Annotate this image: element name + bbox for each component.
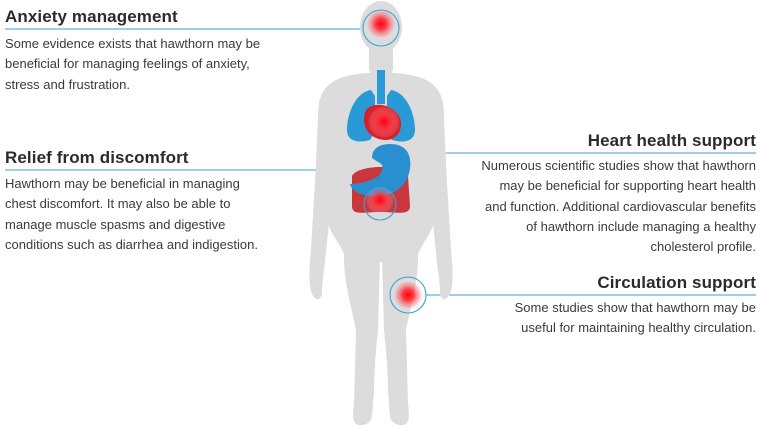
thigh-hotspot-icon [389, 276, 427, 314]
leader-lines [5, 28, 756, 296]
heart-section: Heart health support Numerous scientific… [481, 131, 756, 257]
discomfort-title: Relief from discomfort [5, 148, 189, 167]
hotspots [362, 8, 427, 314]
circulation-body: Some studies show that hawthorn may be u… [514, 300, 756, 336]
discomfort-section: Relief from discomfort Hawthorn may be b… [5, 148, 267, 255]
anxiety-title: Anxiety management [5, 7, 178, 26]
stomach-icon [350, 144, 411, 196]
abdomen-hotspot-icon [363, 186, 397, 221]
anxiety-body: Some evidence exists that hawthorn may b… [5, 36, 261, 92]
aorta [377, 70, 385, 104]
circulation-section: Circulation support Some studies show th… [481, 273, 756, 339]
circulation-title: Circulation support [597, 273, 756, 292]
anxiety-section: Anxiety management Some evidence exists … [5, 7, 267, 95]
discomfort-body: Hawthorn may be beneficial in managing c… [5, 176, 258, 252]
brain-hotspot-icon [362, 8, 400, 47]
heart-title: Heart health support [587, 131, 756, 150]
heart-hotspot-icon [368, 106, 400, 138]
heart-body: Numerous scientific studies show that ha… [481, 158, 756, 255]
human-body-silhouette-icon [309, 1, 453, 426]
